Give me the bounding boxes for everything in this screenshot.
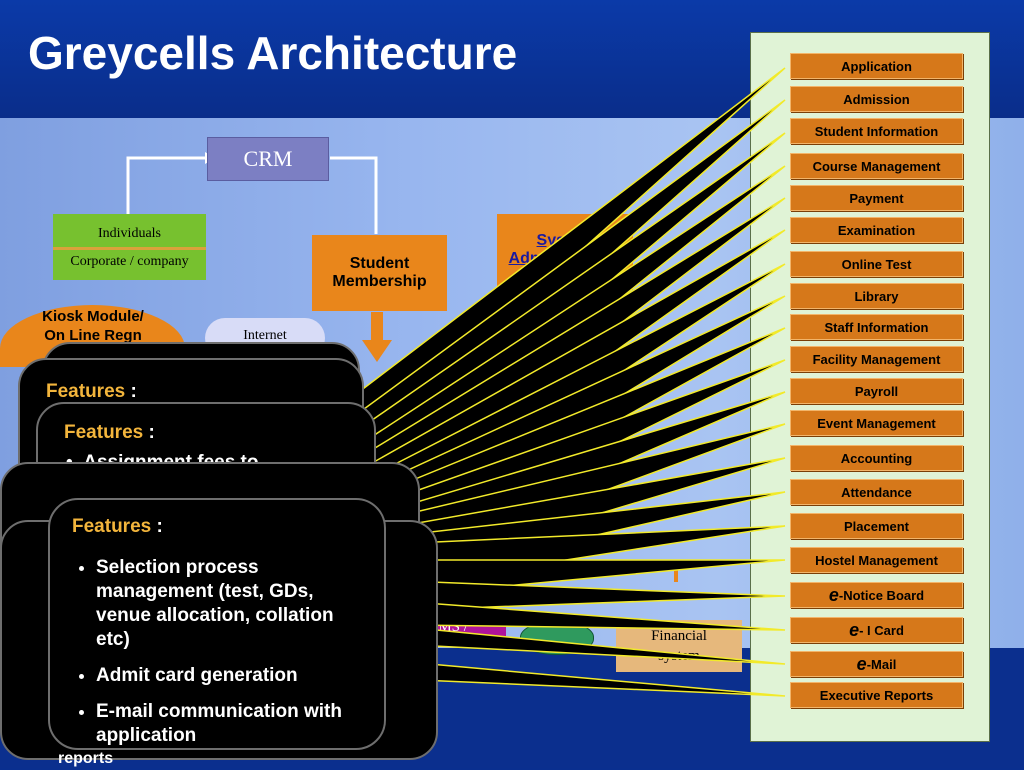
module-label: Payroll xyxy=(854,383,899,399)
module-staff-information[interactable]: Staff Information xyxy=(790,314,963,340)
module-admission[interactable]: Admission xyxy=(790,86,963,112)
module-accounting[interactable]: Accounting xyxy=(790,445,963,471)
module-prefix: e xyxy=(856,653,867,674)
module-label: Online Test xyxy=(841,256,912,272)
card-bullet: reports xyxy=(58,750,114,767)
module-label: Admission xyxy=(843,91,910,107)
module-label: Attendance xyxy=(841,484,912,500)
module-label: Library xyxy=(854,288,899,304)
feature-card-front: Features : Selection process management … xyxy=(48,498,386,750)
feature-item: Selection process management (test, GDs,… xyxy=(96,556,362,652)
module-i-card[interactable]: e- I Card xyxy=(790,617,963,643)
module-online-test[interactable]: Online Test xyxy=(790,251,963,277)
module-prefix: e xyxy=(849,619,860,640)
module-label: Course Management xyxy=(812,158,941,174)
card-heading: Features : xyxy=(46,381,137,402)
feature-item: Admit card generation xyxy=(96,664,362,688)
individuals-label: Individuals xyxy=(98,226,161,241)
feature-list: Selection process management (test, GDs,… xyxy=(72,556,362,748)
module-event-management[interactable]: Event Management xyxy=(790,410,963,436)
module-placement[interactable]: Placement xyxy=(790,513,963,539)
kiosk-line-1: Kiosk Module/ xyxy=(42,308,144,325)
module-label: Examination xyxy=(837,222,916,238)
module-library[interactable]: Library xyxy=(790,283,963,309)
student-membership-line-2: Membership xyxy=(332,273,427,290)
module-notice-board[interactable]: e-Notice Board xyxy=(790,582,963,608)
module-label: Executive Reports xyxy=(819,687,934,703)
feature-item: E-mail communication with application xyxy=(96,700,362,748)
down-arrow-icon xyxy=(362,312,392,362)
module-label: Event Management xyxy=(817,415,936,431)
individuals-node: Individuals Corporate / company xyxy=(53,214,206,280)
card-heading: Features : xyxy=(64,422,155,443)
module-label: -Mail xyxy=(866,656,897,672)
module-label: Hostel Management xyxy=(815,552,938,568)
module-label: Payment xyxy=(849,190,904,206)
module-label: - I Card xyxy=(859,622,904,638)
crm-node: CRM xyxy=(207,137,329,181)
module-label: Placement xyxy=(843,518,910,534)
module-label: Facility Management xyxy=(812,351,941,367)
module-prefix: e xyxy=(828,584,839,605)
kiosk-label: Kiosk Module/ On Line Regn xyxy=(18,307,168,345)
module-label: Staff Information xyxy=(824,319,929,335)
divider xyxy=(53,247,206,250)
module-hostel-management[interactable]: Hostel Management xyxy=(790,547,963,573)
financial-line-1: Financial xyxy=(651,628,707,644)
module-attendance[interactable]: Attendance xyxy=(790,479,963,505)
module-application[interactable]: Application xyxy=(790,53,963,79)
corporate-label: Corporate / company xyxy=(70,254,189,269)
module-payroll[interactable]: Payroll xyxy=(790,378,963,404)
module-label: Student Information xyxy=(814,123,939,139)
card-heading: Features : xyxy=(72,516,163,537)
module-label: -Notice Board xyxy=(838,587,925,603)
student-membership-node: Student Membership xyxy=(312,235,447,311)
module-payment[interactable]: Payment xyxy=(790,185,963,211)
module-label: Accounting xyxy=(840,450,913,466)
module-label: Application xyxy=(841,58,912,74)
module-course-management[interactable]: Course Management xyxy=(790,153,963,179)
module-student-information[interactable]: Student Information xyxy=(790,118,963,144)
module-facility-management[interactable]: Facility Management xyxy=(790,346,963,372)
module-mail[interactable]: e-Mail xyxy=(790,651,963,677)
kiosk-line-2: On Line Regn xyxy=(44,327,142,344)
module-examination[interactable]: Examination xyxy=(790,217,963,243)
student-membership-line-1: Student xyxy=(349,255,410,272)
page-title: Greycells Architecture xyxy=(28,27,518,79)
module-executive-reports[interactable]: Executive Reports xyxy=(790,682,963,708)
